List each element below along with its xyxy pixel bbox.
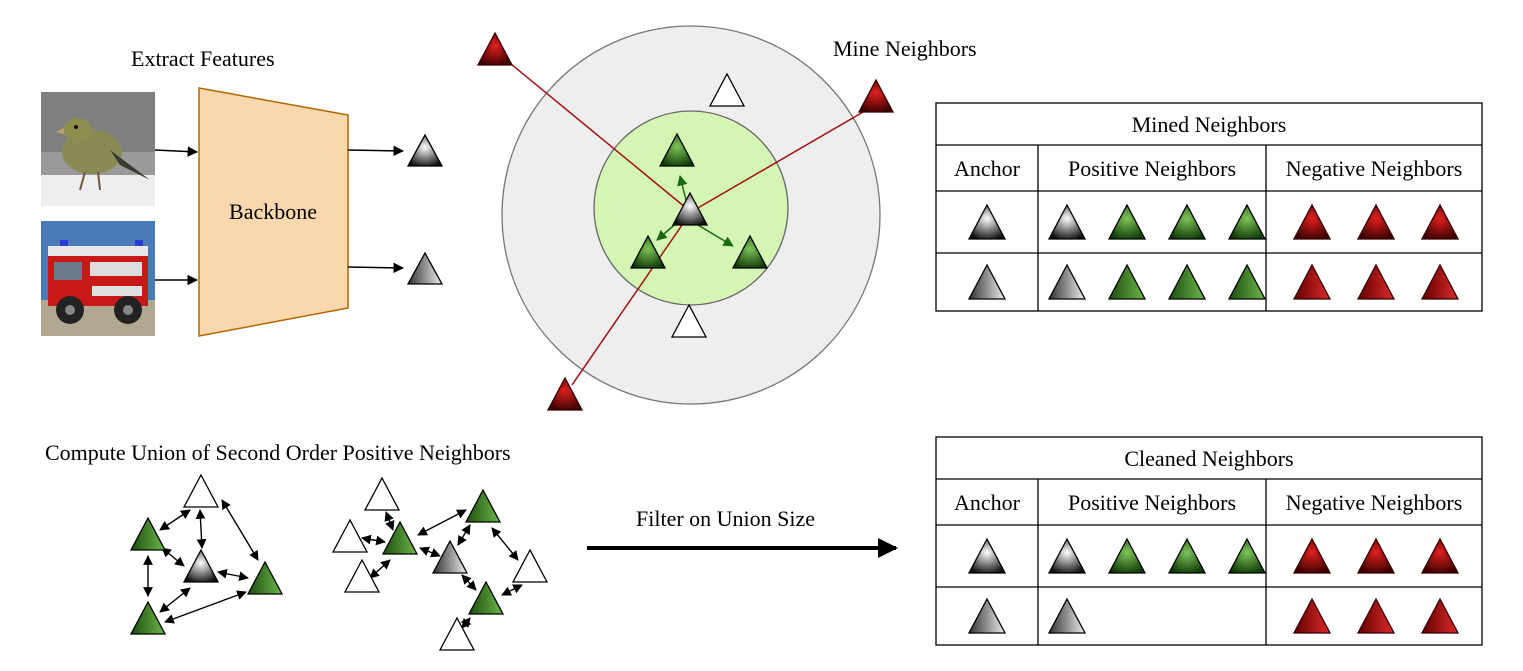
unlabeled-triangle-2 — [670, 303, 708, 338]
positive-neighbor-triangle — [1167, 263, 1207, 300]
extract-features-title: Extract Features — [131, 46, 275, 71]
negative-link-2 — [690, 107, 871, 213]
negative-triangle-1 — [476, 31, 514, 66]
positive-neighbor-triangle — [1227, 537, 1267, 574]
negative-neighbor-triangle — [1420, 203, 1460, 240]
anchor-triangle — [671, 191, 709, 226]
bird-to-backbone-arrow — [154, 146, 199, 157]
positive-triangle-2 — [629, 234, 667, 269]
negative-neighbor-triangle — [1292, 537, 1332, 574]
negative-neighbor-triangle — [1292, 203, 1332, 240]
filter-label: Filter on Union Size — [636, 506, 816, 531]
negative-link-3 — [571, 211, 692, 386]
table-border — [935, 102, 1483, 312]
negative-triangle-2 — [857, 78, 895, 113]
table-header-cell: Positive Neighbors — [1068, 490, 1236, 515]
bird-image — [41, 92, 155, 206]
positive-arrow-1 — [677, 174, 688, 201]
feature-triangle-bird — [406, 133, 444, 167]
negative-link-1 — [499, 54, 692, 213]
table-header-cell: Anchor — [954, 490, 1021, 515]
positive-neighbor-triangle — [1227, 263, 1267, 300]
positive-neighbor-triangle — [1167, 203, 1207, 240]
negative-neighbor-triangle — [1420, 263, 1460, 300]
positive-neighbor-triangle — [1107, 537, 1147, 574]
positive-neighbor-triangle — [1227, 203, 1267, 240]
table-title: Cleaned Neighbors — [1124, 446, 1293, 471]
positive-neighbor-triangle — [1047, 203, 1087, 240]
feature-arrow-2 — [347, 262, 405, 274]
negative-neighbor-triangle — [1292, 263, 1332, 300]
positive-neighbor-triangle — [1047, 537, 1087, 574]
positive-neighbor-triangle — [1107, 263, 1147, 300]
backbone-block — [198, 87, 349, 337]
union-graph-1 — [129, 473, 284, 635]
negative-neighbor-triangle — [1420, 597, 1460, 634]
union-graph-2 — [331, 476, 549, 651]
positive-neighbor-triangle — [1167, 537, 1207, 574]
union-title: Compute Union of Second Order Positive N… — [45, 440, 511, 465]
positive-triangle-1 — [658, 132, 696, 167]
positive-neighbor-triangle — [1047, 597, 1087, 634]
mine-neighbors-title: Mine Neighbors — [833, 36, 977, 61]
positive-neighbor-triangle — [1107, 203, 1147, 240]
feature-triangle-truck — [406, 251, 444, 285]
table-header-cell: Positive Neighbors — [1068, 156, 1236, 181]
table-header-cell: Negative Neighbors — [1286, 156, 1463, 181]
negative-neighbor-triangle — [1356, 263, 1396, 300]
anchor-triangle — [967, 203, 1007, 240]
negative-neighbor-triangle — [1356, 537, 1396, 574]
firetruck-image — [41, 221, 155, 336]
negative-neighbor-triangle — [1356, 203, 1396, 240]
backbone-label: Backbone — [229, 199, 317, 224]
feature-arrow-1 — [347, 145, 405, 157]
anchor-triangle — [967, 597, 1007, 634]
negative-neighbor-triangle — [1292, 597, 1332, 634]
positive-neighbor-triangle — [1047, 263, 1087, 300]
negative-neighbor-triangle — [1356, 597, 1396, 634]
table-header-cell: Negative Neighbors — [1286, 490, 1463, 515]
table-title: Mined Neighbors — [1132, 112, 1287, 137]
table-header-cell: Anchor — [954, 156, 1021, 181]
unlabeled-triangle-1 — [708, 72, 746, 107]
positive-triangle-3 — [731, 234, 769, 269]
table-border — [935, 436, 1483, 646]
anchor-triangle — [967, 263, 1007, 300]
positive-arrow-3 — [697, 224, 734, 247]
anchor-triangle — [967, 537, 1007, 574]
negative-neighbor-triangle — [1420, 537, 1460, 574]
negative-triangle-3 — [546, 376, 584, 411]
